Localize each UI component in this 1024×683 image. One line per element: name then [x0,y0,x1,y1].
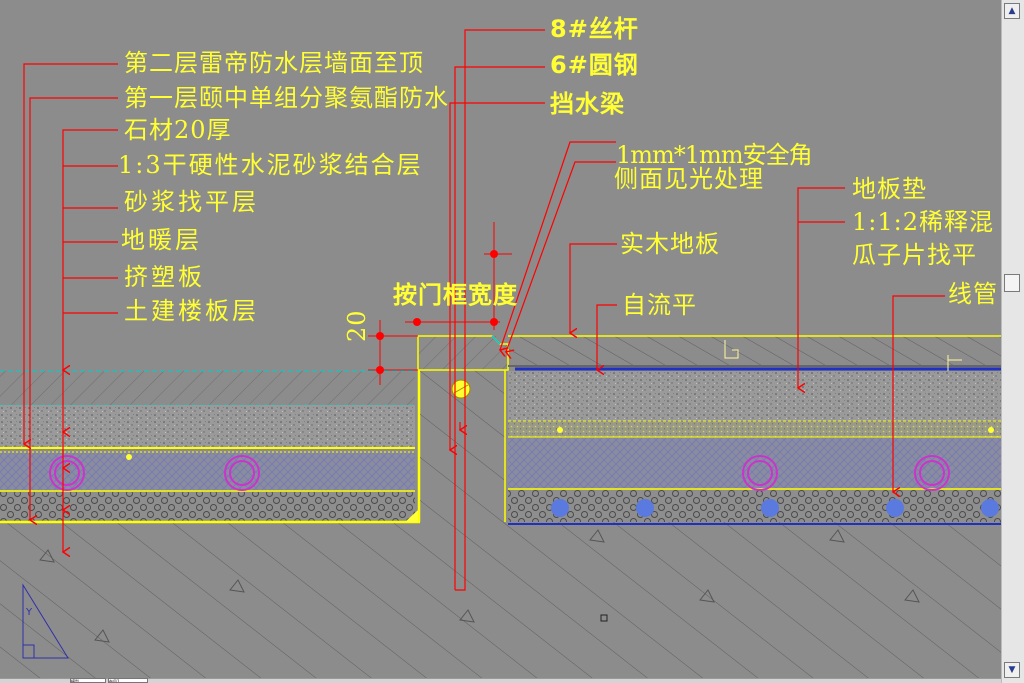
label-threaded-rod: 8#丝杆 [550,15,639,43]
label-door-frame-width: 按门框宽度 [393,281,518,309]
tab-layout1[interactable]: 布局1 [108,678,148,683]
label-side-polish: 侧面见光处理 [614,165,764,193]
label-self-level: 自流平 [622,291,697,319]
label-safety-angle: 1mm*1mm安全角 [616,141,813,169]
label-xps-board: 挤塑板 [124,263,205,291]
label-melon-seed-level: 瓜子片找平 [852,241,977,269]
label-waterproof-layer1: 第一层颐中单组分聚氨酯防水 [124,84,449,112]
label-dim-20: 20 [343,309,371,342]
cad-drawing-canvas[interactable]: Y 第二层雷帝防水层墙面至顶 第一层颐中单组分聚氨酯防水 石材20厚 1:3干硬… [0,0,1001,678]
scroll-thumb[interactable] [1004,274,1020,292]
label-wood-floor: 实木地板 [620,230,720,258]
scroll-up-button[interactable]: ▲ [1004,3,1020,19]
label-water-beam: 挡水梁 [550,90,625,118]
tab-model[interactable]: 模型 [70,678,106,683]
label-mortar-bond: 1:3干硬性水泥砂浆结合层 [118,151,423,179]
horizontal-scrollbar[interactable] [0,678,1001,683]
label-round-steel: 6#圆钢 [550,51,639,79]
section-detail-drawing: Y [0,29,1001,678]
label-floor-heating: 地暖层 [121,226,202,254]
label-structural-slab: 土建楼板层 [124,297,259,325]
label-floor-pad: 地板垫 [852,175,927,203]
ucs-axis-label: Y [25,607,33,618]
label-pipe: 线管 [948,280,998,308]
vertical-scrollbar[interactable]: ▲ ▼ [1001,0,1024,683]
label-diluted-mix: 1:1:2稀释混 [852,208,994,236]
scroll-down-button[interactable]: ▼ [1004,662,1020,678]
label-waterproof-layer2: 第二层雷帝防水层墙面至顶 [124,49,424,77]
label-mortar-level: 砂浆找平层 [124,188,259,216]
label-stone: 石材20厚 [124,116,232,144]
